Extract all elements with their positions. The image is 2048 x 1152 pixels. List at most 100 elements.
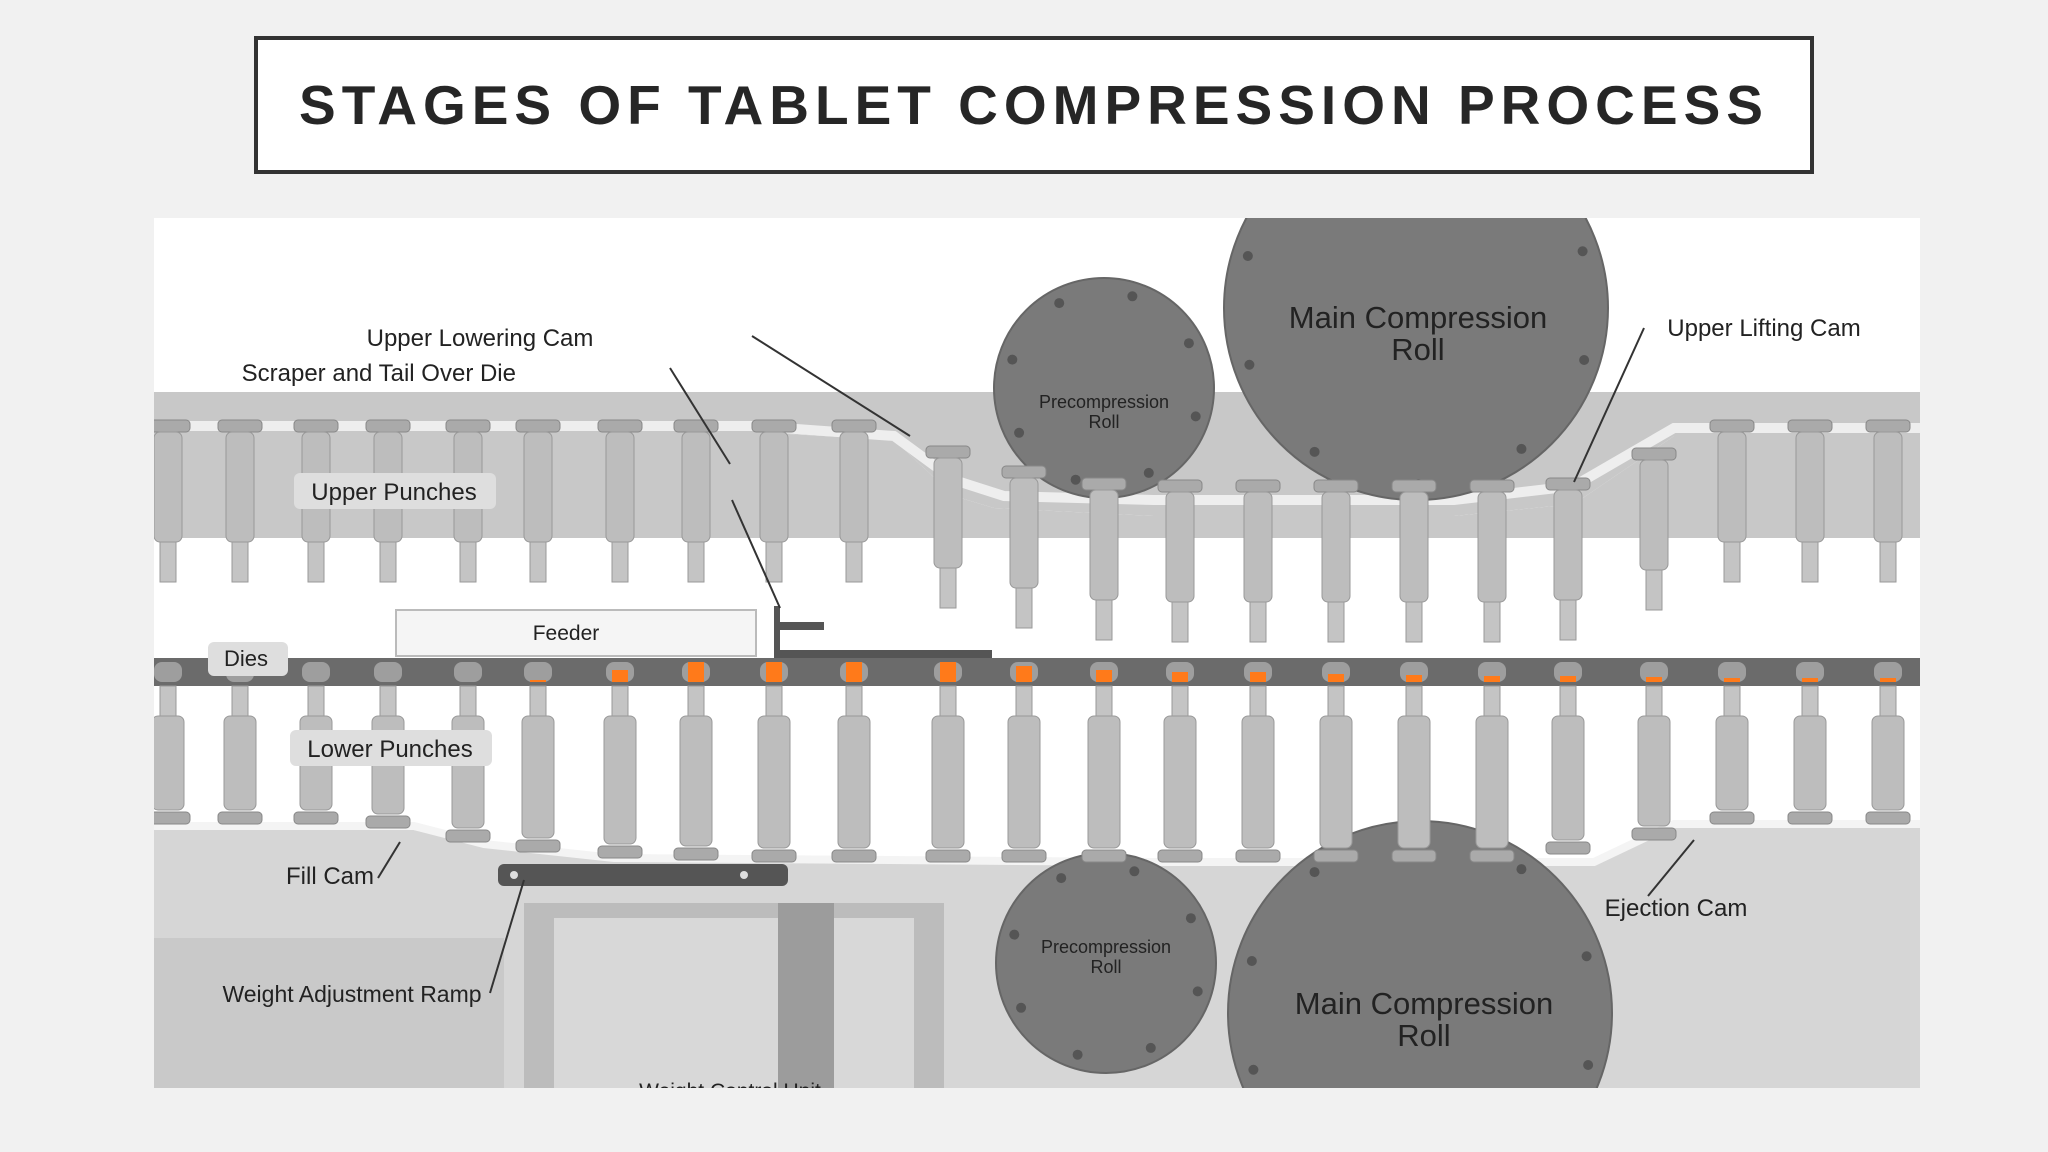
roll-bolt [1007,354,1018,365]
upper-punch-barrel [759,431,789,543]
die-cavity [1874,662,1902,682]
powder-fill [766,662,782,682]
upper-punch-barrel [839,431,869,543]
upper-punch-barrel [1477,491,1507,603]
roll-bolt [1583,1060,1594,1071]
roll-bolt [1127,291,1138,302]
label-main-compression-top-2: Roll [1391,332,1444,367]
roll-bolt [1309,867,1320,878]
lower-punch-head [154,811,191,825]
lower-punch-tip [529,685,547,717]
roll-bolt [1143,467,1154,478]
lower-punch-barrel [603,715,637,845]
lower-punch-tip [845,685,863,717]
leader-fill-cam [377,841,401,879]
upper-punch-tip [687,541,705,583]
lower-punch-barrel [837,715,871,849]
upper-punch-group [154,419,1911,643]
lower-punch-tip [939,685,957,717]
die-cavity [302,662,330,682]
label-scraper: Scraper and Tail Over Die [242,360,516,387]
powder-fill [1328,674,1344,682]
upper-punch-barrel [1089,489,1119,601]
lower-punch-tip [1483,685,1501,717]
roll-bolt [1581,951,1592,962]
upper-punch-head [365,419,411,433]
upper-punch-barrel [1553,489,1583,601]
lower-punch-tip [1095,685,1113,717]
roll-bolt [1246,955,1257,966]
leader-upper-lowering-cam [751,335,911,437]
lower-punch-head [1865,811,1911,825]
lower-punch-head [1631,827,1677,841]
lower-punch-tip [231,685,249,717]
upper-punch-tip [1559,599,1577,641]
title-box: STAGES OF TABLET COMPRESSION PROCESS [254,36,1814,174]
weight-adjustment-ramp [498,864,788,886]
roll-bolt [1579,355,1590,366]
upper-punch-head [293,419,339,433]
powder-fill [688,662,704,682]
lower-punch-head [1391,849,1437,863]
lower-punch-tip [1327,685,1345,717]
upper-punch-tip [1015,587,1033,629]
upper-punch-tip [611,541,629,583]
upper-punch-tip [845,541,863,583]
upper-punch-tip [379,541,397,583]
lower-punch-head [293,811,339,825]
upper-punch-head [1631,447,1677,461]
powder-fill [1560,676,1576,682]
die-cavity [154,662,182,682]
lower-punch-tip [1645,685,1663,717]
roll-bolt [1516,443,1527,454]
lower-punch-tip [1171,685,1189,717]
upper-punch-tip [231,541,249,583]
upper-punch-barrel [1795,431,1825,543]
powder-fill [530,680,546,682]
roll-bolt [1129,866,1140,877]
upper-cam-track [154,421,1920,505]
lower-punch-head [1235,849,1281,863]
lower-punch-tip [379,685,397,717]
upper-punch-tip [1879,541,1897,583]
upper-punch-tip [307,541,325,583]
lower-punch-tip [1559,685,1577,717]
upper-punch-head [1235,479,1281,493]
weight-control-inner [554,918,914,1088]
upper-punch-head [515,419,561,433]
lower-punch-barrel [1397,715,1431,849]
upper-punch-head [751,419,797,433]
upper-punch-tip [1171,601,1189,643]
lower-punch-head [831,849,877,863]
powder-fill [846,662,862,682]
ramp-bolt-left [510,871,518,879]
upper-punch-tip [1327,601,1345,643]
lower-punch-head [445,829,491,843]
upper-punch-tip [1645,569,1663,611]
roll-bolt [1185,913,1196,924]
lower-punch-tip [765,685,783,717]
roll-bolt [1516,864,1527,875]
upper-punches-label-bg [294,473,496,509]
lower-punch-barrel [931,715,965,849]
label-ejection-cam: Ejection Cam [1605,895,1748,922]
lower-punch-barrel [679,715,713,847]
upper-punch-barrel [154,431,183,543]
roll-bolt [1192,986,1203,997]
lower-punch-tip [1015,685,1033,717]
lower-punch-tip [1801,685,1819,717]
upper-punch-head [1391,479,1437,493]
powder-fill [1406,675,1422,682]
slide-title: STAGES OF TABLET COMPRESSION PROCESS [299,74,1769,136]
upper-punch-barrel [605,431,635,543]
label-precompression-bottom-1: Precompression [1041,937,1171,957]
roll-bolt [1016,1002,1027,1013]
lower-punch-head [515,839,561,853]
powder-fill [1724,678,1740,682]
lower-punch-barrel [1551,715,1585,841]
upper-punch-barrel [933,457,963,569]
upper-punch-head [1081,477,1127,491]
upper-punch-barrel [1717,431,1747,543]
upper-punch-barrel [523,431,553,543]
powder-fill [1802,678,1818,682]
